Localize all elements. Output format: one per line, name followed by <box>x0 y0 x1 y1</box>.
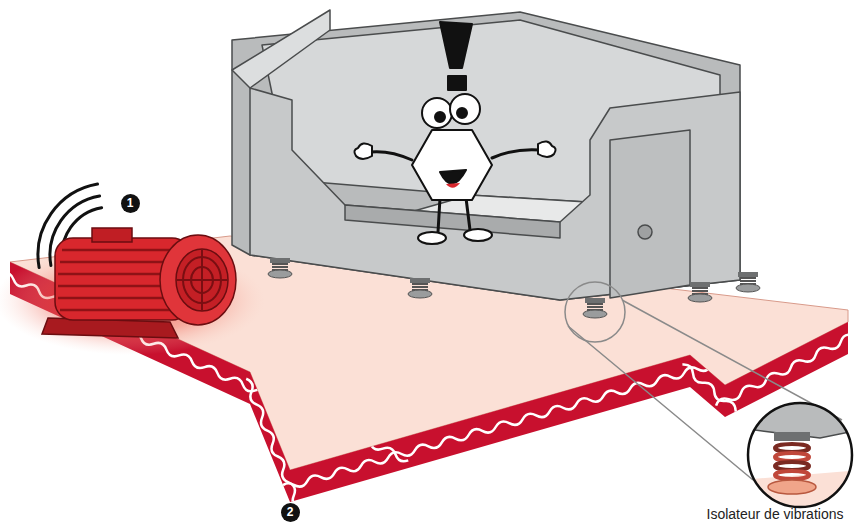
callout-number: 2 <box>281 503 300 522</box>
part-label: Isolateur de vibrations <box>707 506 844 523</box>
callout-number: 1 <box>121 194 140 213</box>
